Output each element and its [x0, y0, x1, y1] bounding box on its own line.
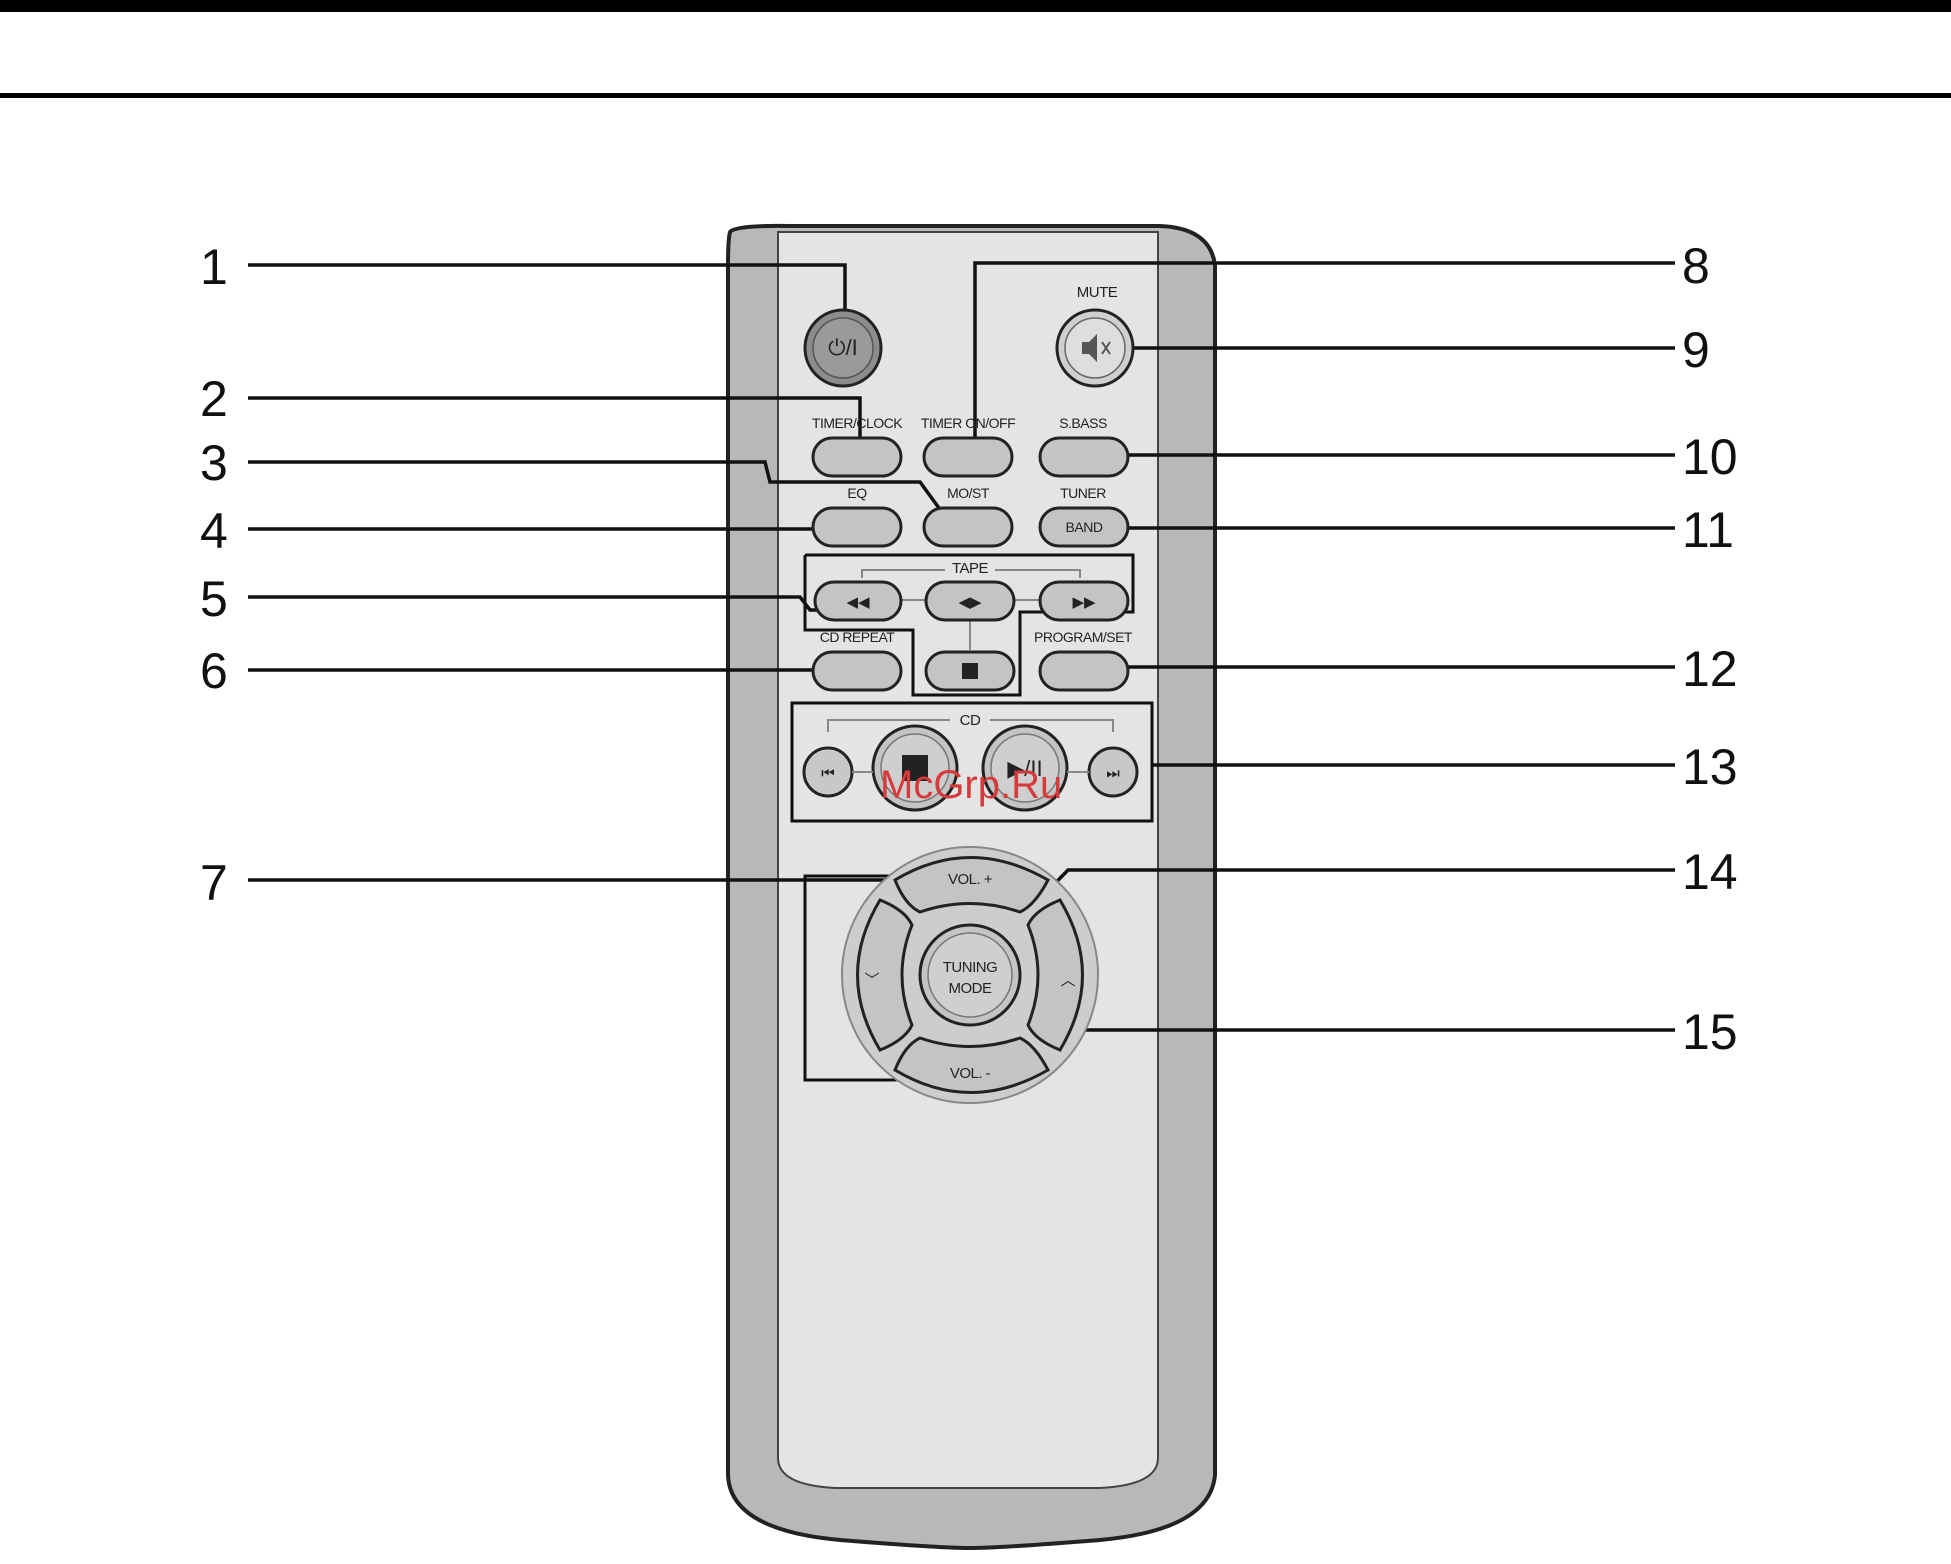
- cd-next-button[interactable]: ⏭: [1089, 748, 1137, 796]
- cd-repeat-button[interactable]: [813, 652, 901, 690]
- tape-rewind-button[interactable]: ◀◀: [815, 582, 901, 620]
- eq-label: EQ: [847, 485, 867, 501]
- callout-12: 12: [1682, 641, 1738, 697]
- cd-repeat-label: CD REPEAT: [820, 629, 896, 645]
- stop-icon: [962, 663, 978, 679]
- callout-14: 14: [1682, 844, 1738, 900]
- skip-forward-icon: ⏭: [1106, 765, 1120, 782]
- mute-button[interactable]: [1057, 310, 1133, 386]
- callout-8: 8: [1682, 238, 1710, 294]
- chevron-up-icon: ︿: [1060, 972, 1075, 989]
- cd-label: CD: [960, 712, 981, 729]
- most-label: MO/ST: [947, 485, 990, 501]
- vol-plus-label: VOL. +: [948, 871, 993, 888]
- cd-prev-button[interactable]: ⏮: [804, 748, 852, 796]
- callout-11: 11: [1682, 502, 1734, 558]
- tuning-mode-button[interactable]: TUNING MODE: [920, 925, 1020, 1025]
- chevron-down-icon: ﹀: [864, 972, 879, 989]
- callout-5: 5: [200, 571, 228, 627]
- callout-2: 2: [200, 371, 228, 427]
- callout-1: 1: [200, 239, 228, 295]
- band-button[interactable]: BAND: [1040, 508, 1128, 546]
- callout-7: 7: [200, 855, 228, 911]
- timer-clock-label: TIMER/CLOCK: [812, 415, 903, 431]
- callout-4: 4: [200, 503, 228, 559]
- tuner-label: TUNER: [1060, 485, 1106, 501]
- mode-label: MODE: [949, 980, 992, 997]
- callout-13: 13: [1682, 739, 1738, 795]
- tape-play-button[interactable]: ◀▶: [926, 582, 1014, 620]
- reverse-play-icon: ◀▶: [958, 594, 982, 611]
- fast-forward-icon: ▶▶: [1072, 594, 1096, 611]
- mute-label: MUTE: [1077, 284, 1118, 301]
- sbass-button[interactable]: [1040, 438, 1128, 476]
- most-button[interactable]: [924, 508, 1012, 546]
- top-rule: [0, 0, 1951, 12]
- program-set-label: PROGRAM/SET: [1034, 629, 1133, 645]
- tape-ffwd-button[interactable]: ▶▶: [1040, 582, 1128, 620]
- band-label: BAND: [1066, 519, 1103, 535]
- callout-15: 15: [1682, 1004, 1738, 1060]
- sbass-label: S.BASS: [1059, 415, 1107, 431]
- timer-clock-button[interactable]: [813, 438, 901, 476]
- callout-10: 10: [1682, 429, 1738, 485]
- watermark: McGrp.Ru: [880, 763, 1062, 807]
- program-set-button[interactable]: [1040, 652, 1128, 690]
- timer-onoff-label: TIMER ON/OFF: [921, 415, 1015, 431]
- callout-9: 9: [1682, 322, 1710, 378]
- power-button[interactable]: ⏻/I: [805, 310, 881, 386]
- timer-onoff-button[interactable]: [924, 438, 1012, 476]
- power-label: ⏻/I: [828, 335, 858, 360]
- rewind-icon: ◀◀: [846, 594, 870, 611]
- tape-stop-button[interactable]: [926, 652, 1014, 690]
- eq-button[interactable]: [813, 508, 901, 546]
- skip-back-icon: ⏮: [821, 765, 835, 782]
- tape-label: TAPE: [952, 560, 989, 577]
- tuning-label: TUNING: [943, 959, 998, 976]
- header-rule: [0, 93, 1951, 98]
- callout-3: 3: [200, 435, 228, 491]
- callout-6: 6: [200, 643, 228, 699]
- vol-minus-label: VOL. -: [950, 1065, 991, 1082]
